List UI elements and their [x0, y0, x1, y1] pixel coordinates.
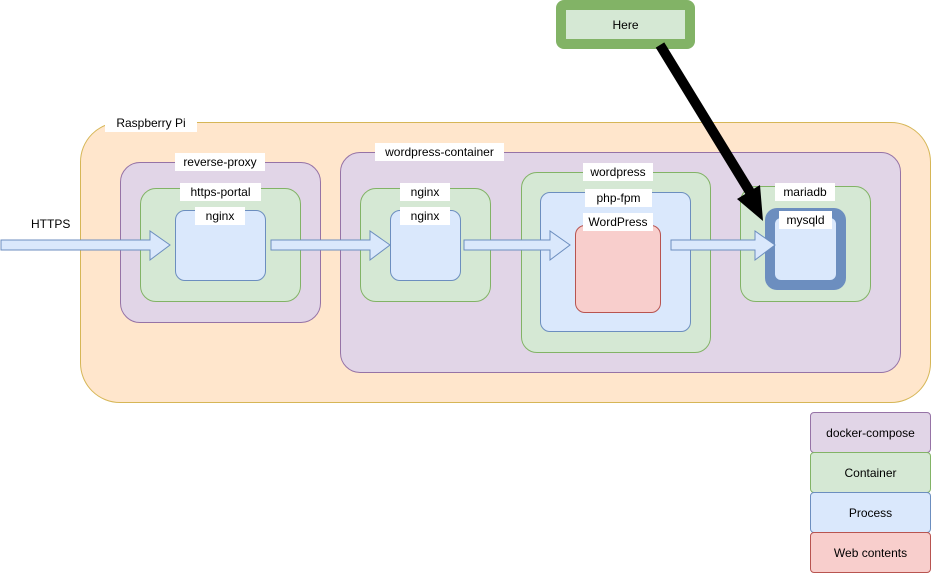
here-label: Here: [612, 17, 639, 32]
nginx-process-label: nginx: [400, 207, 450, 225]
nginx-proxy-process: [175, 210, 266, 281]
https-arrow: [0, 230, 171, 261]
here-callout-inner: Here: [566, 10, 685, 39]
legend-web-contents: Web contents: [810, 532, 931, 573]
wordpress-web-contents: [575, 225, 661, 313]
legend-web-contents-label: Web contents: [833, 545, 908, 560]
nginx-to-php-arrow: [463, 230, 571, 261]
pointer-arrow: [655, 42, 763, 221]
mysqld-label: mysqld: [779, 211, 832, 229]
legend-docker-compose-label: docker-compose: [826, 425, 915, 440]
nginx-proxy-label: nginx: [195, 207, 245, 225]
php-fpm-label: php-fpm: [585, 189, 652, 207]
mariadb-label: mariadb: [775, 183, 835, 201]
legend-process: Process: [810, 492, 931, 533]
legend-container: Container: [810, 452, 931, 493]
raspberry-pi-label: Raspberry Pi: [105, 114, 197, 132]
wordpress-web-contents-label: WordPress: [583, 213, 653, 231]
legend-process-label: Process: [848, 505, 893, 520]
nginx-container-label: nginx: [400, 183, 450, 201]
legend-container-label: Container: [844, 465, 897, 480]
legend-docker-compose: docker-compose: [810, 412, 931, 453]
https-portal-label: https-portal: [180, 183, 261, 201]
proxy-to-nginx-arrow: [270, 230, 391, 261]
wordpress-compose-label: wordpress-container: [375, 143, 504, 161]
wordpress-container-label: wordpress: [583, 163, 653, 181]
php-to-mysql-arrow: [670, 230, 776, 261]
https-label: HTTPS: [31, 217, 71, 231]
reverse-proxy-label: reverse-proxy: [175, 153, 265, 171]
